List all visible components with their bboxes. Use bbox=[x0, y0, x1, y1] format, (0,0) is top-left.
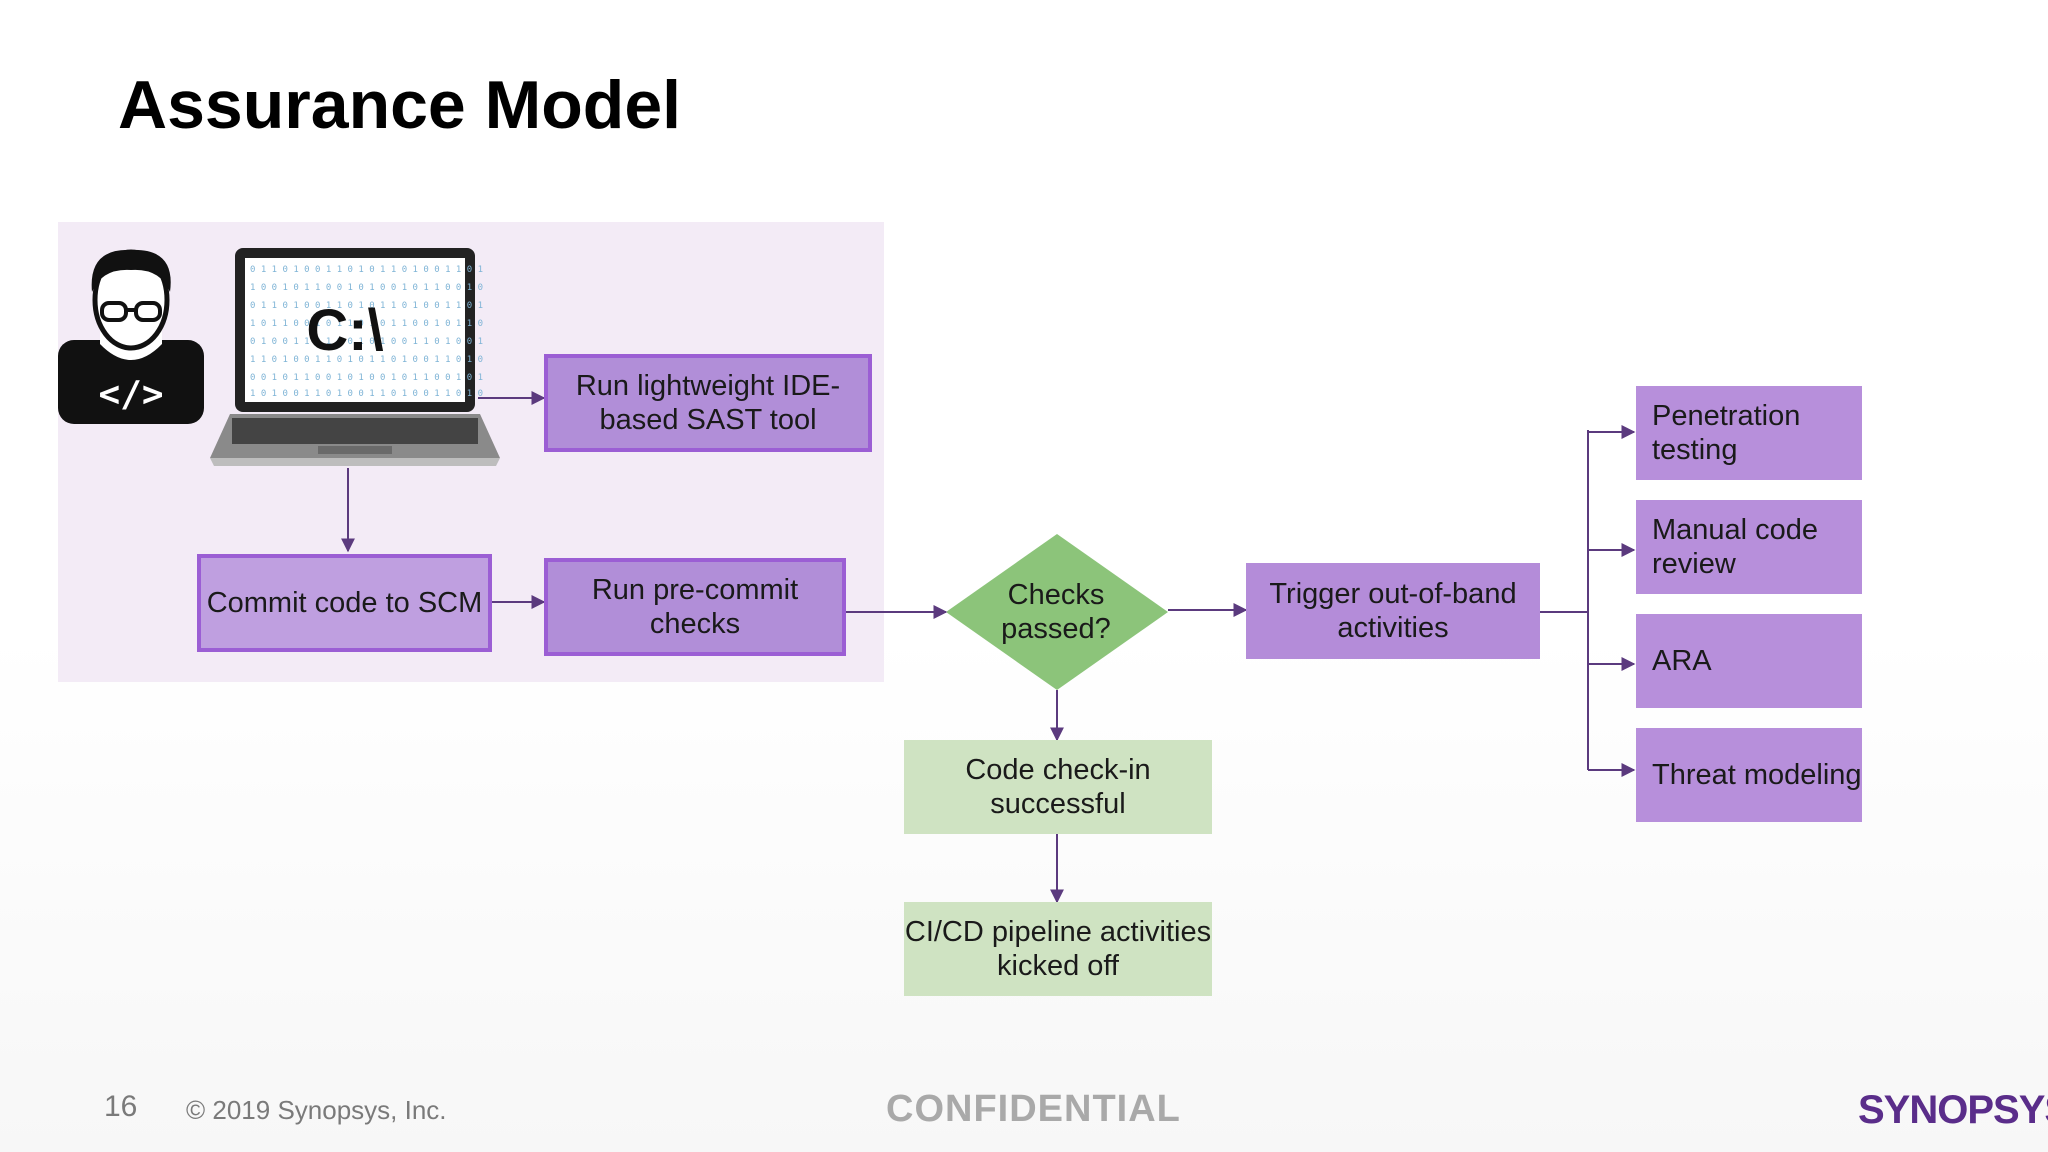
synopsys-logo: SYNOPSYS® bbox=[1858, 1088, 2048, 1133]
svg-text:0 1 1 0 1 0 0 1 1 0 1 0 1 1 0: 0 1 1 0 1 0 0 1 1 0 1 0 1 1 0 1 0 0 1 1 … bbox=[250, 265, 483, 275]
laptop-icon: 0 1 1 0 1 0 0 1 1 0 1 0 1 1 0 1 0 0 1 1 … bbox=[210, 248, 500, 466]
connectors bbox=[341, 391, 1636, 904]
node-ara: ARA bbox=[1636, 614, 1862, 708]
svg-text:0 0 1 0 1 1 0 0 1 0 1 0 0 1 0: 0 0 1 0 1 1 0 0 1 0 1 0 0 1 0 1 1 0 0 1 … bbox=[250, 373, 483, 383]
node-trigger-out-of-band: Trigger out-of-band activities bbox=[1246, 563, 1540, 659]
node-manual-code-review: Manual code review bbox=[1636, 500, 1862, 594]
laptop-screen-text: C:\ bbox=[306, 298, 383, 363]
svg-text:1 0 0 1 0 1 1 0 0 1 0 1 0 0 1: 1 0 0 1 0 1 1 0 0 1 0 1 0 0 1 0 1 1 0 0 … bbox=[250, 283, 483, 293]
page-number: 16 bbox=[104, 1090, 138, 1123]
copyright-text: © 2019 Synopsys, Inc. bbox=[186, 1095, 447, 1125]
svg-text:0 1 0 0 1 1 0 1 0 0 1 0 1 0 0: 0 1 0 0 1 1 0 1 0 0 1 0 1 0 0 1 1 0 1 0 … bbox=[250, 337, 483, 347]
developer-icon: </> bbox=[58, 249, 204, 424]
svg-text:1 0 1 1 0 0 1 0 1 1 0 1 0 1 1: 1 0 1 1 0 0 1 0 1 1 0 1 0 1 1 0 0 1 0 1 … bbox=[250, 319, 483, 329]
node-cicd-pipeline: CI/CD pipeline activities kicked off bbox=[904, 902, 1212, 996]
node-code-check-in: Code check-in successful bbox=[904, 740, 1212, 834]
node-commit-code: Commit code to SCM bbox=[197, 554, 492, 652]
node-checks-passed: Checks passed? bbox=[1001, 579, 1111, 645]
svg-text:1 1 0 1 0 0 1 1 0 1 0 1 1 0 1: 1 1 0 1 0 0 1 1 0 1 0 1 1 0 1 0 0 1 1 0 … bbox=[250, 355, 483, 365]
node-ide-sast: Run lightweight IDE-based SAST tool bbox=[544, 354, 872, 452]
code-symbol: </> bbox=[98, 374, 163, 415]
node-threat-modeling: Threat modeling bbox=[1636, 728, 1862, 822]
node-pre-commit-checks: Run pre-commit checks bbox=[544, 558, 846, 656]
svg-text:1 0 1 0 0 1 1 0 1 0 0 1 1 0 1: 1 0 1 0 0 1 1 0 1 0 0 1 1 0 1 0 0 1 1 0 … bbox=[250, 389, 483, 399]
decision-diamond bbox=[946, 534, 1168, 690]
node-penetration-testing: Penetration testing bbox=[1636, 386, 1862, 480]
logo-text: SYNOPSYS bbox=[1858, 1088, 2048, 1132]
slide-title: Assurance Model bbox=[118, 67, 682, 143]
confidential-label: CONFIDENTIAL bbox=[886, 1088, 1181, 1130]
svg-text:0 1 1 0 1 0 0 1 1 0 1 0 1 1 0: 0 1 1 0 1 0 0 1 1 0 1 0 1 1 0 1 0 0 1 1 … bbox=[250, 301, 483, 311]
